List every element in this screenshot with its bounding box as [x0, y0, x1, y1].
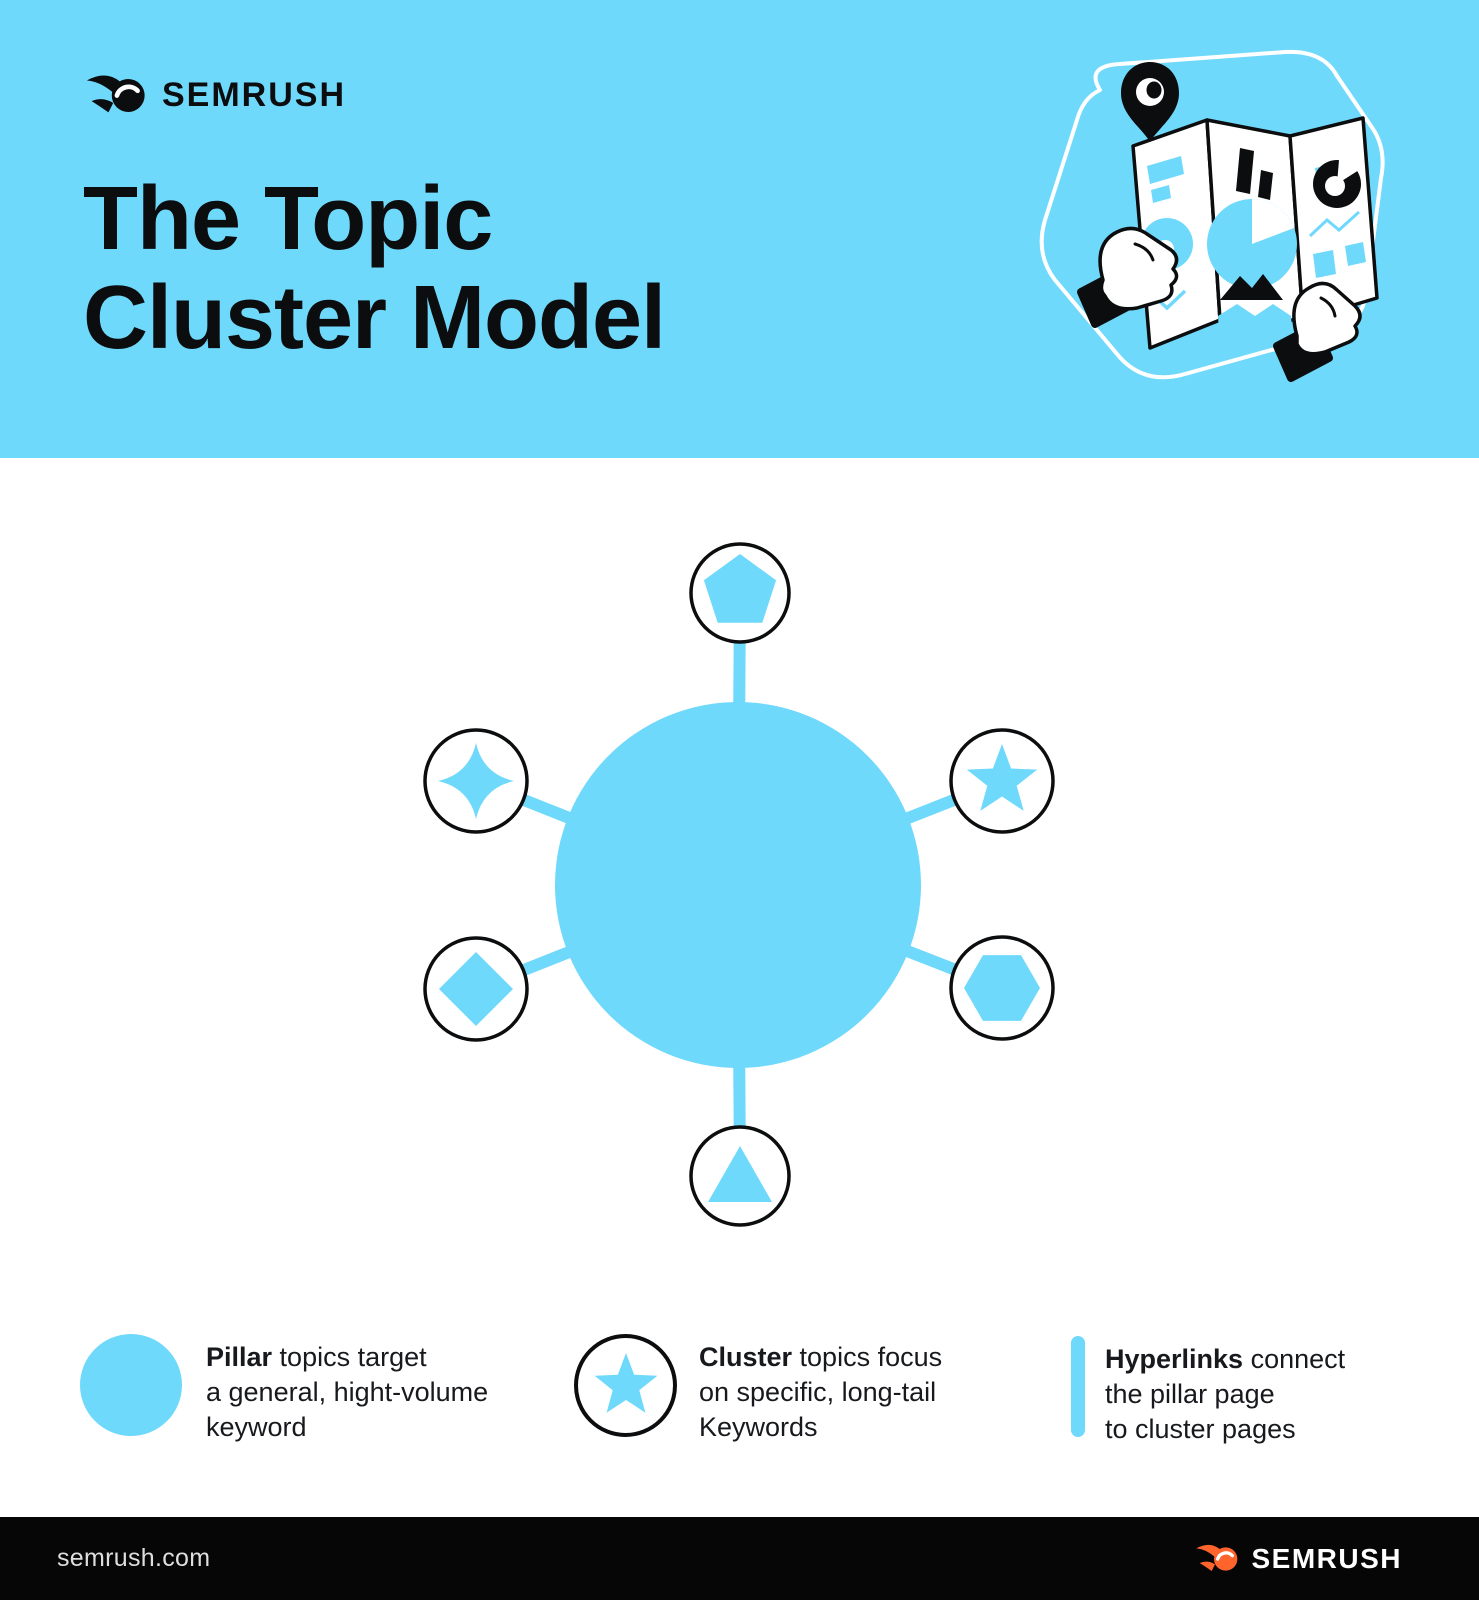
cluster-node-diamond: [423, 936, 529, 1042]
pillar-circle-icon: [80, 1334, 182, 1436]
cluster-node-pentagon: [689, 542, 791, 644]
legend-text-cluster: Cluster topics focus on specific, long-t…: [699, 1342, 943, 1442]
legend-item-cluster: Cluster topics focus on specific, long-t…: [574, 1334, 942, 1445]
cluster-node-five-point-star: [949, 728, 1055, 834]
map-illustration: [1039, 49, 1385, 382]
legend-item-pillar: Pillar topics target a general, hight-vo…: [80, 1334, 488, 1445]
title-line-1: The Topic: [83, 169, 493, 269]
cluster-node-hexagon: [949, 935, 1055, 1041]
semrush-comet-icon: [86, 75, 145, 113]
page-title: The Topic Cluster Model: [83, 169, 666, 368]
legend-lead-hyperlinks: Hyperlinks: [1105, 1344, 1244, 1374]
cluster-node-four-point-star: [423, 728, 529, 834]
legend-lead-pillar: Pillar: [206, 1342, 273, 1372]
semrush-logo-text: SEMRUSH: [162, 76, 347, 114]
legend-lead-cluster: Cluster: [699, 1342, 793, 1372]
hyperlinks-bar-icon: [1071, 1336, 1085, 1437]
topic-cluster-diagram: [423, 542, 1055, 1227]
legend-item-hyperlinks: Hyperlinks connect the pillar page to cl…: [1071, 1336, 1345, 1447]
location-pin-icon: [1121, 62, 1179, 142]
pillar-node: [555, 702, 921, 1068]
cluster-star-icon: [574, 1334, 677, 1437]
cluster-node-triangle: [689, 1125, 791, 1227]
footer-logo-text: SEMRUSH: [1251, 1542, 1402, 1574]
semrush-logo: SEMRUSH: [85, 72, 346, 119]
semrush-comet-icon-footer: [1196, 1544, 1238, 1571]
footer-website: semrush.com: [57, 1544, 211, 1572]
footer-semrush-logo: SEMRUSH: [1195, 1517, 1402, 1600]
header-banner: SEMRUSH The Topic Cluster Model: [0, 0, 1479, 458]
right-hand: [1273, 281, 1362, 382]
legend-text-hyperlinks: Hyperlinks connect the pillar page to cl…: [1105, 1344, 1346, 1444]
left-hand: [1077, 226, 1179, 328]
legend-text-pillar: Pillar topics target a general, hight-vo…: [206, 1342, 489, 1442]
title-line-2: Cluster Model: [83, 268, 666, 368]
star-glyph: [594, 1352, 657, 1413]
footer-bar: semrush.com SEMRUSH: [0, 1517, 1479, 1600]
